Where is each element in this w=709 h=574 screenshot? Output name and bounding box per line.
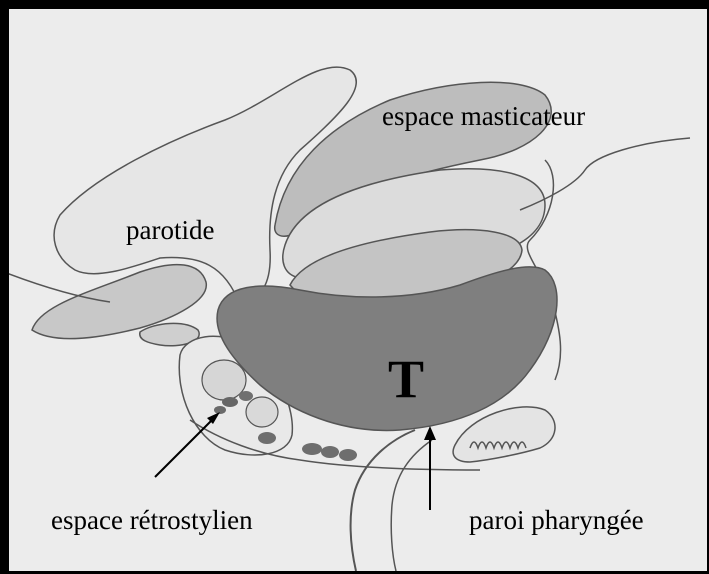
arrow-retrostyloid-shaft (155, 420, 212, 477)
lymph-node-3 (339, 449, 357, 461)
retrostyloid-vessel-small (246, 397, 278, 427)
label-parotide: parotide (126, 217, 214, 244)
label-paroi-pharyngee: paroi pharyngée (469, 507, 644, 534)
retrostyloid-nerve-2 (239, 391, 253, 401)
pterygoid-region (520, 138, 690, 210)
diagram-panel: espace masticateur parotide T espace rét… (9, 9, 707, 571)
lymph-node-2 (321, 446, 339, 458)
retrostyloid-nerve-1 (222, 397, 238, 407)
retrostyloid-vessel-large (202, 360, 246, 400)
retrostyloid-node (258, 432, 276, 444)
anatomy-drawing (9, 9, 707, 571)
pharyngeal-wall (351, 430, 415, 571)
lymph-node-1 (302, 443, 322, 455)
label-espace-retrostylien: espace rétrostylien (51, 507, 253, 534)
pharyngeal-wall-inner (391, 440, 432, 571)
arrow-paroi-head (424, 426, 436, 440)
label-tumor: T (388, 352, 424, 406)
retrostyloid-nerve-3 (214, 406, 226, 414)
label-espace-masticateur: espace masticateur (382, 103, 585, 130)
